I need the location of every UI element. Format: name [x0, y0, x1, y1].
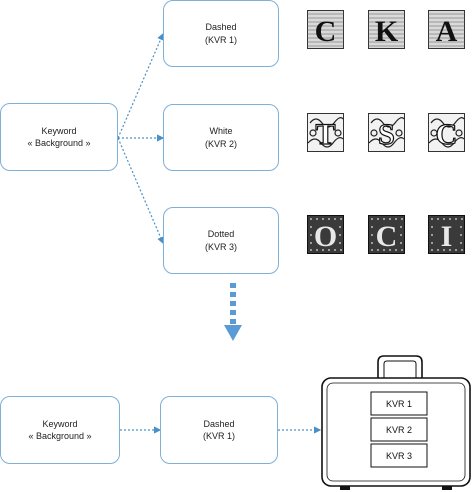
vault-item: KVR 1 [370, 391, 428, 416]
keyword-label: Keyword [41, 125, 77, 136]
branch-node-dotted: Dotted (KVR 3) [163, 207, 279, 274]
vault-item: KVR 3 [370, 443, 428, 468]
svg-text:C: C [376, 220, 398, 253]
initial-thumbnail-dashed: K [368, 10, 405, 49]
vault-item: KVR 2 [370, 417, 428, 442]
vault-item-label: KVR 1 [386, 399, 412, 409]
branch-kvr-label: (KVR 2) [204, 138, 237, 149]
keyword-background-label: « Background » [28, 431, 92, 441]
svg-text:K: K [375, 15, 399, 48]
initial-thumbnail-white: S [368, 113, 405, 152]
initial-thumbnail-dotted: I [428, 215, 465, 254]
initial-thumbnail-white: C [428, 113, 465, 152]
keyword-node: Keyword « Background » [0, 103, 118, 171]
arrow-to-dotted [117, 137, 164, 245]
branch-style-label: White [209, 126, 233, 137]
branch-kvr-label: (KVR 1) [202, 431, 235, 441]
branch-style-label: Dotted [207, 229, 235, 240]
selected-branch-node: Dashed (KVR 1) [160, 396, 278, 464]
branch-style-label: Dashed [205, 22, 237, 33]
big-down-arrow [224, 283, 242, 341]
keyword-background-label: « Background » [27, 138, 91, 148]
svg-text:S: S [378, 118, 395, 151]
arrow-to-dashed [117, 32, 164, 139]
vault-item-label: KVR 3 [386, 451, 412, 461]
initial-thumbnail-dashed: C [307, 10, 344, 49]
svg-text:C: C [436, 118, 458, 151]
branch-kvr-label: (KVR 1) [204, 34, 237, 45]
svg-text:T: T [315, 118, 335, 151]
branch-node-dashed: Dashed (KVR 1) [163, 0, 279, 67]
initial-thumbnail-dotted: O [307, 215, 344, 254]
svg-text:A: A [436, 15, 458, 48]
keyword-label: Keyword [42, 418, 78, 429]
branch-kvr-label: (KVR 3) [204, 241, 237, 252]
svg-text:O: O [314, 220, 337, 253]
initial-thumbnail-dashed: A [428, 10, 465, 49]
svg-text:I: I [441, 220, 453, 253]
initial-thumbnail-white: T [307, 113, 344, 152]
keyword-node-bottom: Keyword « Background » [0, 396, 120, 464]
vault-item-label: KVR 2 [386, 425, 412, 435]
initial-thumbnail-dotted: C [368, 215, 405, 254]
branch-style-label: Dashed [203, 418, 235, 429]
svg-text:C: C [315, 15, 337, 48]
branch-node-white: White (KVR 2) [163, 104, 279, 171]
